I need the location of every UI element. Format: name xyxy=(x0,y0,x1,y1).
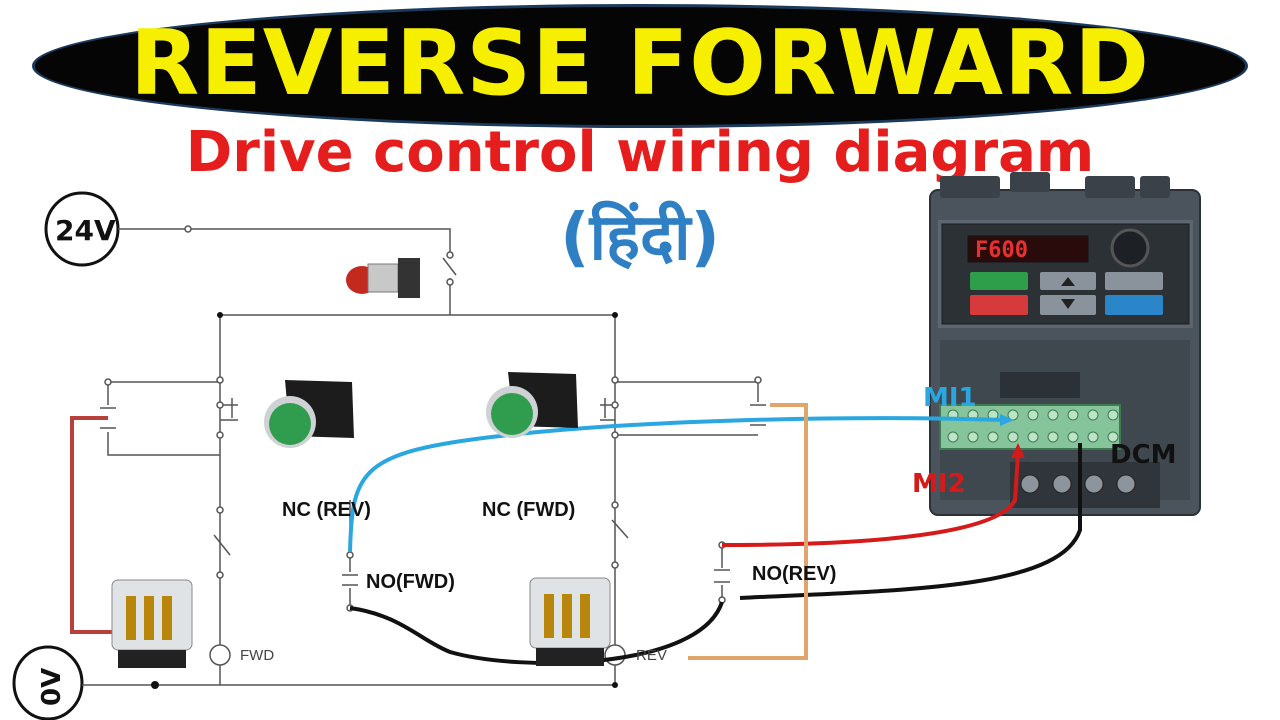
arrow-mi1-icon xyxy=(1000,414,1014,426)
relay-fwd xyxy=(111,579,193,668)
terminal-mi1-label: MI1 xyxy=(923,383,977,413)
wire-relay-brown xyxy=(70,416,120,634)
page-subtitle: Drive control wiring diagram xyxy=(185,120,1095,185)
title-banner xyxy=(32,4,1248,128)
page-title: REVERSE FORWARD xyxy=(129,11,1151,116)
rev-coil-label: REV xyxy=(636,647,667,664)
junction-dots xyxy=(151,312,618,689)
wire-mi2-red xyxy=(721,454,1020,547)
drive-mode-key[interactable] xyxy=(1105,272,1163,290)
no-rev-label: NO(REV) xyxy=(752,563,836,585)
supply-label: 24V xyxy=(55,214,116,247)
no-fwd-label: NO(FWD) xyxy=(366,571,455,593)
nc-rev-label: NC (REV) xyxy=(282,499,371,521)
arrow-up-icon xyxy=(1061,277,1075,286)
reverse-start-button[interactable] xyxy=(264,380,354,448)
nc-fwd-label: NC (FWD) xyxy=(482,499,575,521)
terminal-mi2-label: MI2 xyxy=(912,469,966,499)
forward-start-button[interactable] xyxy=(486,372,578,438)
arrow-mi2-icon xyxy=(1011,443,1025,458)
emergency-stop-button[interactable] xyxy=(346,258,420,298)
fwd-coil-label: FWD xyxy=(240,647,274,664)
terminal-dcm-label: DCM xyxy=(1110,440,1177,470)
drive-run-key[interactable] xyxy=(970,272,1028,290)
drive-display: F600 xyxy=(975,238,1028,263)
ground-label: 0V xyxy=(37,668,67,706)
wire-relay-orange xyxy=(688,403,808,660)
ground-0v-symbol: 0V xyxy=(12,645,84,720)
drive-enter-key[interactable] xyxy=(1105,295,1163,315)
relay-rev xyxy=(529,577,611,666)
drive-knob[interactable] xyxy=(1110,228,1150,268)
wire-common-black xyxy=(349,601,724,665)
wire-mi1-blue xyxy=(348,416,1006,553)
vfd-drive: F600 MI1 MI2 DCM xyxy=(912,172,1201,516)
drive-stop-key[interactable] xyxy=(970,295,1028,315)
language-tag: (हिंदी) xyxy=(560,201,720,275)
arrow-down-icon xyxy=(1061,299,1075,309)
supply-24v-symbol: 24V xyxy=(44,191,120,267)
